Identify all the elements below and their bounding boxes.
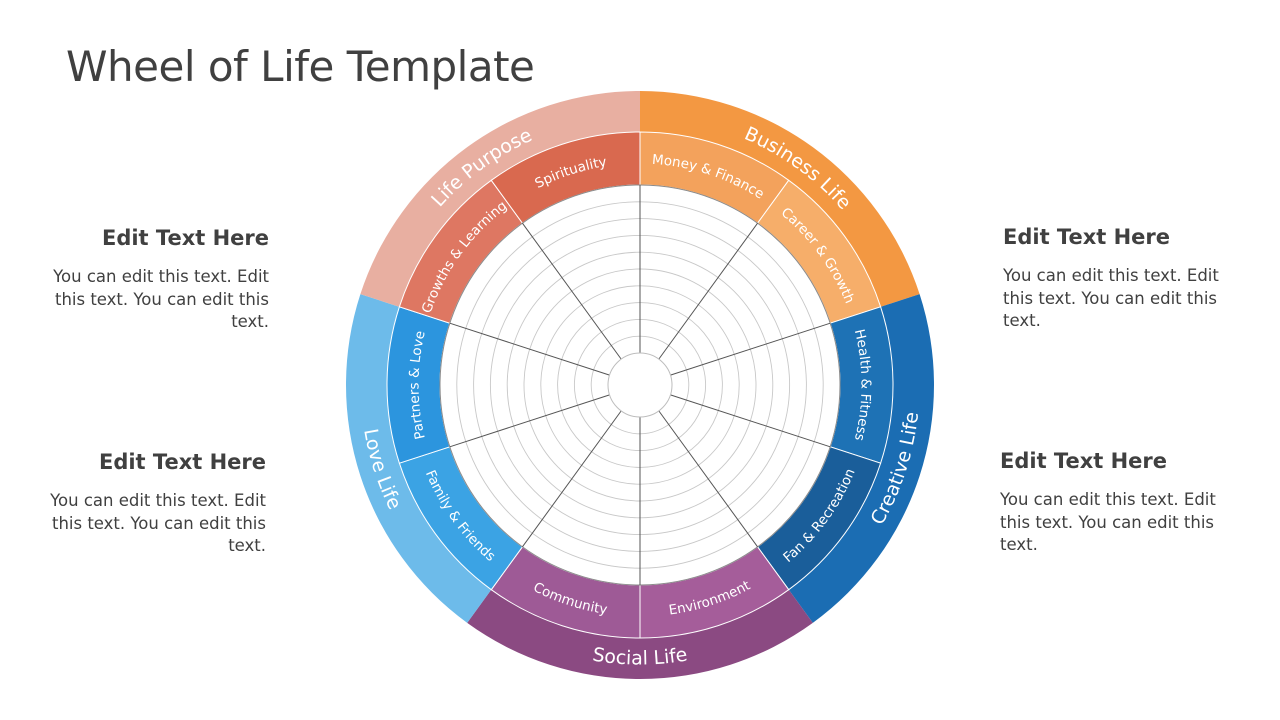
- text-panel-bottom-right: Edit Text Here You can edit this text. E…: [1000, 449, 1220, 557]
- wheel-hub: [607, 352, 673, 418]
- inner-ring: [386, 131, 894, 639]
- category-segment: [788, 294, 934, 623]
- spoke-line: [658, 222, 758, 360]
- panel-heading: Edit Text Here: [1000, 449, 1168, 473]
- spoke-line: [670, 394, 831, 448]
- text-panel-top-left: Edit Text Here You can edit this text. E…: [49, 226, 269, 334]
- outer-ring: [346, 91, 934, 679]
- text-panel-bottom-left: Edit Text Here You can edit this text. E…: [46, 450, 266, 558]
- spoke-line: [449, 322, 610, 376]
- spoke-line: [522, 222, 622, 360]
- panel-heading: Edit Text Here: [1003, 225, 1171, 249]
- page-title: Wheel of Life Template: [66, 42, 535, 91]
- spoke-line: [670, 322, 831, 376]
- spoke-line: [522, 410, 622, 548]
- panel-body: You can edit this text. Edit this text. …: [1000, 490, 1216, 554]
- spoke-line: [658, 410, 758, 548]
- wheel-grid: [439, 184, 841, 586]
- category-segment: [467, 589, 813, 679]
- text-panel-top-right: Edit Text Here You can edit this text. E…: [1003, 225, 1223, 333]
- panel-body: You can edit this text. Edit this text. …: [1003, 266, 1219, 330]
- category-segment: [346, 294, 492, 623]
- panel-body: You can edit this text. Edit this text. …: [53, 267, 269, 331]
- panel-body: You can edit this text. Edit this text. …: [50, 491, 266, 555]
- category-segment: [360, 91, 640, 307]
- spoke-line: [449, 394, 610, 448]
- subcategory-label: Health & Fitness: [851, 328, 874, 443]
- panel-heading: Edit Text Here: [98, 450, 266, 474]
- category-segment: [640, 91, 920, 307]
- panel-heading: Edit Text Here: [101, 226, 269, 250]
- category-label: Social Life: [591, 644, 689, 670]
